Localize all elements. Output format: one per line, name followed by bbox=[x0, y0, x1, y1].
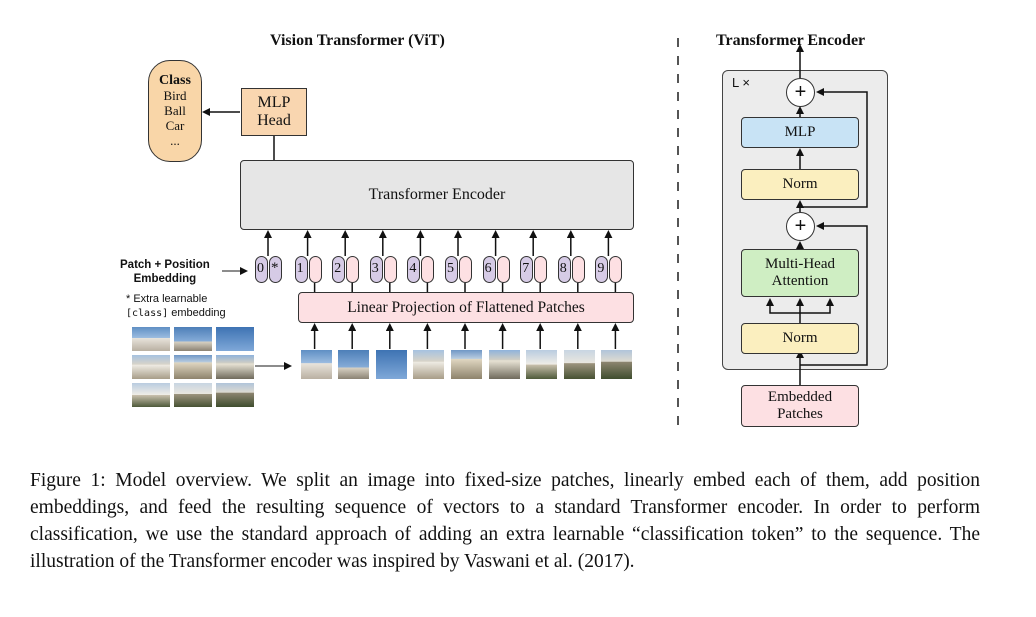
class-box: Class Bird Ball Car ... bbox=[148, 60, 202, 162]
class-item: ... bbox=[170, 132, 180, 148]
token-index-label: 0 bbox=[257, 261, 264, 276]
repeat-label: L × bbox=[732, 75, 750, 90]
vit-title: Vision Transformer (ViT) bbox=[270, 32, 445, 49]
residual-arrow-1 bbox=[800, 222, 868, 366]
token-index-label: 2 bbox=[334, 261, 342, 276]
plus-circle-top: + bbox=[786, 78, 815, 107]
plus-circle-bottom: + bbox=[786, 212, 815, 241]
transformer-encoder-label: Transformer Encoder bbox=[368, 185, 506, 203]
patch-embedding-token bbox=[421, 256, 435, 283]
patch-embedding-token bbox=[459, 256, 472, 283]
flattened-image-patch bbox=[450, 349, 483, 380]
class-token bbox=[269, 256, 282, 283]
embedded-patches-box: Embedded Patches bbox=[741, 385, 859, 427]
position-embedding-token bbox=[557, 256, 571, 283]
patch-embedding-token bbox=[496, 256, 510, 283]
token-index-label: 9 bbox=[597, 261, 605, 276]
class-item: Bird bbox=[163, 88, 187, 104]
class-title: Class bbox=[159, 73, 191, 89]
position-embedding-token bbox=[369, 256, 383, 283]
image-patch bbox=[215, 354, 255, 380]
norm-top-box: Norm bbox=[741, 169, 859, 200]
flattened-image-patch bbox=[562, 349, 596, 380]
transformer-encoder-box: Transformer Encoder bbox=[240, 160, 634, 230]
norm-top-label: Norm bbox=[782, 175, 818, 192]
position-embedding-token bbox=[482, 256, 496, 283]
patch-embedding-token bbox=[534, 256, 548, 283]
patch-embedding-token bbox=[571, 256, 585, 283]
class-token-marker: * bbox=[271, 260, 279, 276]
position-embedding-token bbox=[445, 256, 458, 283]
mlp-box: MLP bbox=[741, 117, 859, 148]
position-embedding-token bbox=[520, 256, 534, 283]
flattened-image-patch bbox=[525, 349, 559, 380]
flattened-image-patch bbox=[374, 349, 408, 380]
figure-caption: Figure 1: Model overview. We split an im… bbox=[30, 470, 980, 572]
position-embedding-token bbox=[407, 256, 421, 283]
position-embedding-token bbox=[255, 256, 268, 283]
embedded-patches-label: Embedded Patches bbox=[767, 388, 833, 422]
extra-note-line1: * Extra learnable bbox=[126, 293, 208, 305]
extra-learnable-note: * Extra learnable [class] embedding bbox=[126, 292, 226, 321]
token-index-label: 8 bbox=[559, 261, 567, 276]
class-item: Car bbox=[165, 118, 185, 134]
mlp-head-label: MLP Head bbox=[257, 93, 291, 129]
position-embedding-token bbox=[595, 256, 609, 283]
class-code: [class] bbox=[126, 308, 169, 319]
token-index-label: 1 bbox=[296, 261, 304, 276]
linear-projection-box: Linear Projection of Flattened Patches bbox=[298, 292, 634, 323]
extra-note-line2-wrap: [class] embedding bbox=[126, 306, 226, 321]
token-index-label: 5 bbox=[447, 261, 454, 276]
patch-position-embedding-label: Patch + Position Embedding bbox=[120, 259, 210, 285]
multi-head-attention-box: Multi-Head Attention bbox=[741, 249, 859, 297]
flattened-image-patch bbox=[299, 349, 333, 380]
norm-bottom-label: Norm bbox=[782, 329, 818, 346]
linear-projection-label: Linear Projection of Flattened Patches bbox=[347, 298, 585, 316]
plus-label: + bbox=[794, 81, 807, 103]
class-item: Ball bbox=[164, 103, 186, 119]
encoder-title: Transformer Encoder bbox=[716, 32, 866, 49]
token-index-label: 3 bbox=[371, 261, 379, 276]
multi-head-attention-label: Multi-Head Attention bbox=[765, 255, 835, 289]
patch-embedding-token bbox=[383, 256, 397, 283]
mlp-head-box: MLP Head bbox=[241, 88, 307, 136]
flattened-image-patch bbox=[600, 349, 634, 380]
norm-bottom-box: Norm bbox=[741, 323, 859, 354]
plus-label: + bbox=[794, 215, 807, 237]
token-index-label: 7 bbox=[522, 261, 530, 276]
image-patch bbox=[173, 354, 213, 380]
image-patch bbox=[215, 326, 255, 352]
flattened-image-patch bbox=[487, 349, 521, 380]
image-patch bbox=[173, 382, 213, 408]
token-index-label: 4 bbox=[409, 261, 417, 276]
image-patch bbox=[173, 326, 213, 352]
mlp-label: MLP bbox=[784, 123, 816, 140]
position-embedding-token bbox=[294, 256, 308, 283]
image-patch bbox=[131, 326, 171, 352]
image-patch bbox=[131, 354, 171, 380]
extra-note-line2: embedding bbox=[168, 307, 226, 319]
residual-arrow-2 bbox=[800, 88, 868, 208]
patch-embedding-token bbox=[308, 256, 322, 283]
position-embedding-token bbox=[332, 256, 346, 283]
image-patch bbox=[215, 382, 255, 408]
arrow-norm-to-attention-q bbox=[766, 298, 800, 314]
flattened-image-patch bbox=[337, 349, 371, 380]
flattened-image-patch bbox=[412, 349, 446, 380]
patch-embedding-token bbox=[609, 256, 623, 283]
patch-embedding-token bbox=[346, 256, 360, 283]
token-index-label: 6 bbox=[484, 261, 492, 276]
image-patch bbox=[131, 382, 171, 408]
arrow-norm-to-attention-k bbox=[800, 298, 834, 314]
